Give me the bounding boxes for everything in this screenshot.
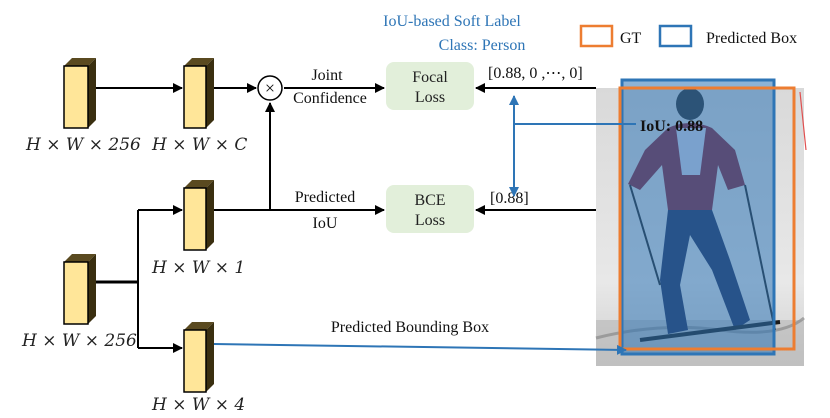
skier-photo xyxy=(595,78,807,366)
feature-map-2 xyxy=(183,58,214,129)
predicted-box xyxy=(620,78,776,356)
bce-loss-label-1: BCE xyxy=(414,192,445,209)
iou-target-label: [0.88] xyxy=(490,190,529,207)
focal-loss-label-1: Focal xyxy=(412,69,448,86)
fm4-label: H × W × 256 xyxy=(21,331,137,351)
blue-arrows xyxy=(213,95,636,355)
multiply-symbol: × xyxy=(265,78,275,98)
bce-loss-label-2: Loss xyxy=(415,212,445,229)
focal-loss-label-2: Loss xyxy=(415,89,445,106)
soft-label-title: IoU-based Soft Label xyxy=(383,13,521,30)
iou-value-label: IoU: 0.88 xyxy=(640,118,703,135)
flow-arrows xyxy=(96,83,596,353)
multiply-node: × xyxy=(257,75,283,101)
soft-vector-label: [0.88, 0 ,⋯, 0] xyxy=(488,65,583,82)
fm1-label: H × W × 256 xyxy=(25,135,141,155)
pred-iou-label-2: IoU xyxy=(313,215,338,232)
joint-label-1: Joint xyxy=(311,67,343,84)
feature-map-3 xyxy=(183,180,214,251)
pred-iou-label-1: Predicted xyxy=(295,189,355,206)
predicted-box-fill xyxy=(622,80,774,354)
feature-map-4 xyxy=(63,254,96,325)
gt-box xyxy=(618,86,796,351)
soft-label-class: Class: Person xyxy=(439,37,526,54)
legend-gt-swatch xyxy=(579,24,614,48)
legend-pred-swatch xyxy=(658,24,693,48)
joint-label-2: Confidence xyxy=(293,90,367,107)
pred-bbox-label: Predicted Bounding Box xyxy=(331,319,489,336)
legend-gt-label: GT xyxy=(620,30,642,47)
fm3-label: H × W × 1 xyxy=(151,258,245,278)
bce-loss-box: BCE Loss xyxy=(386,185,474,233)
feature-map-1 xyxy=(63,58,96,129)
fm5-label: H × W × 4 xyxy=(151,395,245,415)
legend-pred-label: Predicted Box xyxy=(706,30,797,47)
legend: GT Predicted Box xyxy=(579,24,797,48)
feature-map-5 xyxy=(183,322,214,393)
focal-loss-box: Focal Loss xyxy=(386,62,474,110)
fm2-label: H × W × C xyxy=(151,135,247,155)
photo-edge-mark xyxy=(799,91,807,151)
